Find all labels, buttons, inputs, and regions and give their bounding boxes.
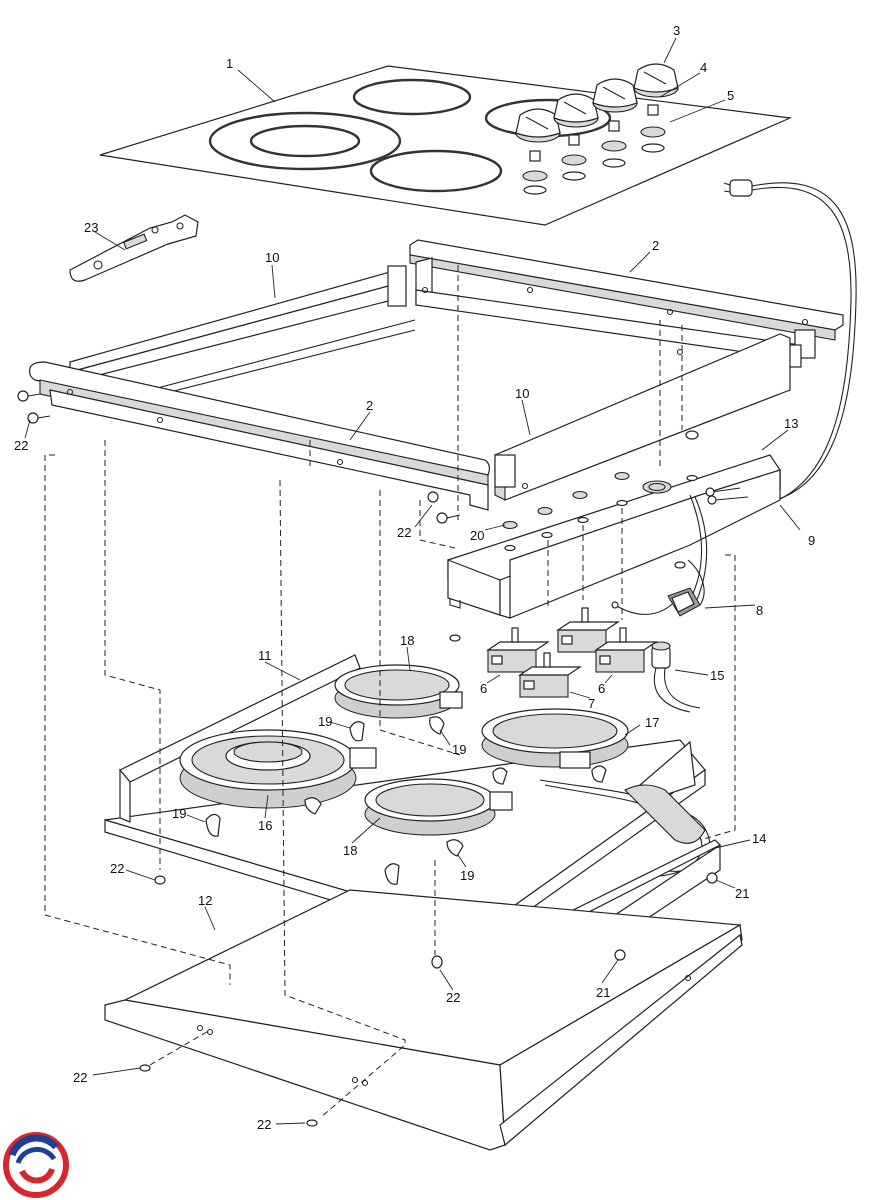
callout-22-a: 22 xyxy=(14,438,28,453)
callout-6-right: 6 xyxy=(598,681,605,696)
callout-4: 4 xyxy=(700,60,707,75)
callout-9: 9 xyxy=(808,533,815,548)
energy-regulators xyxy=(486,607,658,698)
callout-labels: 1 2 2 3 4 5 6 6 7 8 9 10 10 11 12 13 14 … xyxy=(14,23,815,1132)
control-knobs xyxy=(515,63,679,143)
callout-17: 17 xyxy=(645,715,659,730)
washers-and-screws xyxy=(17,390,749,642)
control-housing xyxy=(447,454,781,619)
callout-19-c: 19 xyxy=(172,806,186,821)
leader-lines xyxy=(24,37,801,1125)
callout-1: 1 xyxy=(226,56,233,71)
heater-clips xyxy=(205,716,607,885)
callout-11: 11 xyxy=(258,648,272,663)
callout-23: 23 xyxy=(84,220,98,235)
terminal-block xyxy=(611,494,708,617)
callout-22-b: 22 xyxy=(397,525,411,540)
callout-22-e: 22 xyxy=(73,1070,87,1085)
callout-20: 20 xyxy=(470,528,484,543)
installation-key xyxy=(69,214,199,282)
bottom-plate xyxy=(104,889,743,1151)
callout-6-left: 6 xyxy=(480,681,487,696)
callout-10-left: 10 xyxy=(265,250,279,265)
callout-21-b: 21 xyxy=(596,985,610,1000)
callout-22-f: 22 xyxy=(257,1117,271,1132)
radiant-heater-18-front xyxy=(364,778,513,836)
callout-18-front: 18 xyxy=(343,843,357,858)
radiant-heater-16 xyxy=(179,729,377,809)
callout-19-d: 19 xyxy=(460,868,474,883)
callout-2-rear: 2 xyxy=(652,238,659,253)
callout-19-a: 19 xyxy=(318,714,332,729)
indicator-lamp xyxy=(651,641,701,713)
callout-12: 12 xyxy=(198,893,212,908)
callout-22-d: 22 xyxy=(446,990,460,1005)
brand-logo xyxy=(3,1132,69,1198)
callout-18-rear: 18 xyxy=(400,633,414,648)
knob-adaptors xyxy=(522,104,666,195)
power-cord xyxy=(723,179,857,510)
frame-assembly xyxy=(28,239,844,511)
callout-10-right: 10 xyxy=(515,386,529,401)
callout-8: 8 xyxy=(756,603,763,618)
callout-7: 7 xyxy=(588,696,595,711)
callout-13: 13 xyxy=(784,416,798,431)
fixing-screws xyxy=(139,872,718,1127)
glass-ceramic-top xyxy=(99,65,793,226)
callout-16: 16 xyxy=(258,818,272,833)
callout-5: 5 xyxy=(727,88,734,103)
callout-3: 3 xyxy=(673,23,680,38)
assembly-guide-lines xyxy=(44,265,736,1119)
callout-2-front: 2 xyxy=(366,398,373,413)
callout-22-c: 22 xyxy=(110,861,124,876)
callout-19-b: 19 xyxy=(452,742,466,757)
callout-21-a: 21 xyxy=(735,886,749,901)
callout-14: 14 xyxy=(752,831,766,846)
callout-15: 15 xyxy=(710,668,724,683)
radiant-heater-17 xyxy=(481,708,629,769)
radiant-heater-18-rear xyxy=(334,664,463,719)
